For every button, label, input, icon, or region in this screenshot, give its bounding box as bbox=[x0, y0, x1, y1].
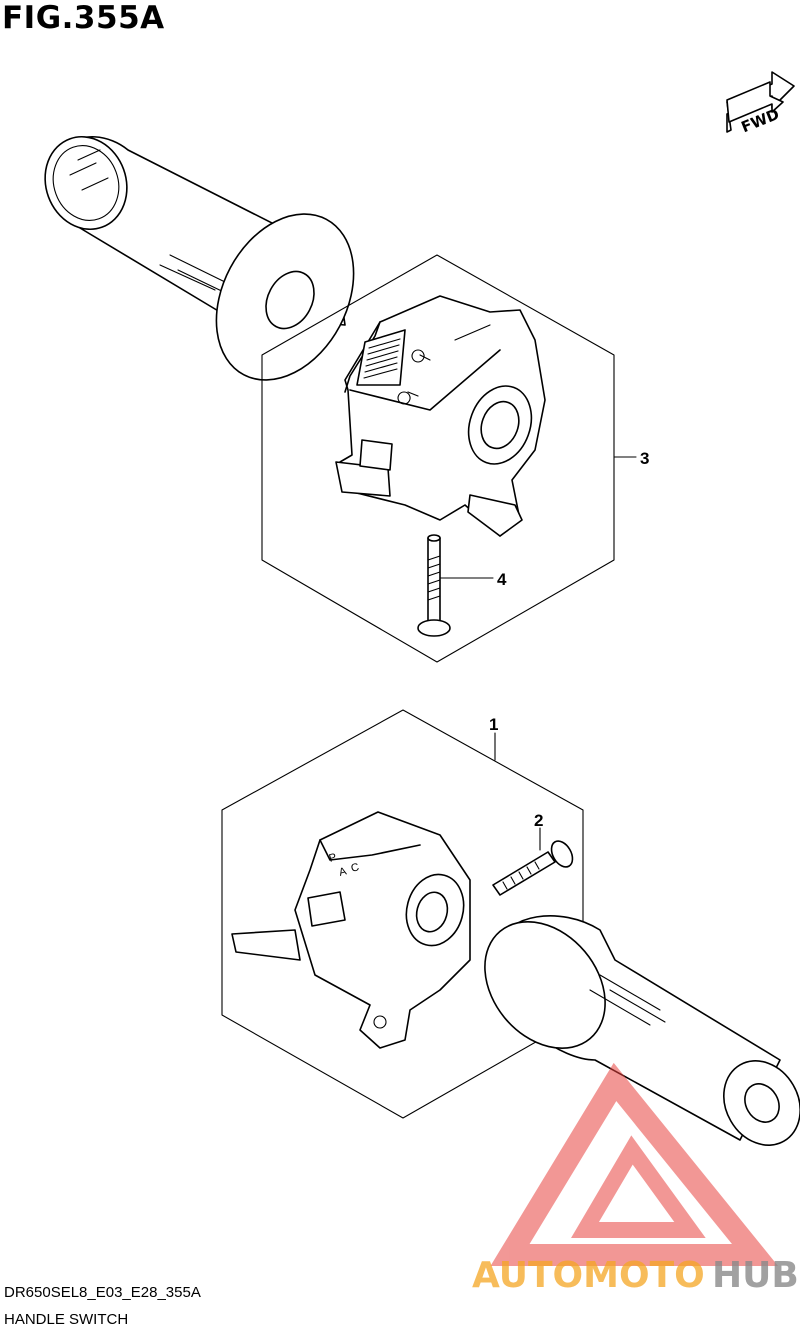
left-grip bbox=[44, 135, 355, 381]
figure-code: DR650SEL8_E03_E28_355A bbox=[4, 1284, 201, 1301]
screw-4 bbox=[417, 534, 451, 637]
kit-outline-1 bbox=[221, 709, 584, 1119]
screw-2 bbox=[492, 840, 574, 896]
watermark-logo bbox=[490, 1062, 779, 1266]
kit-outline-3 bbox=[261, 254, 615, 663]
callout-4: 4 bbox=[497, 570, 507, 589]
right-grip bbox=[484, 915, 800, 1146]
left-handle-switch bbox=[335, 295, 546, 537]
switch-mark-p: P bbox=[328, 851, 338, 864]
callout-1: 1 bbox=[489, 715, 498, 734]
callout-2: 2 bbox=[534, 811, 543, 830]
switch-mark-c: C bbox=[350, 861, 361, 875]
right-handle-switch: P A C bbox=[231, 811, 471, 1049]
fwd-arrow-icon: FWD bbox=[726, 71, 795, 136]
watermark-text-hub: HUB bbox=[712, 1255, 799, 1296]
watermark-text: AUTOMOTO HUB bbox=[472, 1255, 799, 1296]
watermark-text-automoto: AUTOMOTO bbox=[472, 1255, 705, 1296]
figure-title: FIG.355A bbox=[2, 0, 165, 36]
switch-mark-a: A bbox=[338, 865, 349, 879]
figure-name: HANDLE SWITCH bbox=[4, 1311, 129, 1328]
callout-3: 3 bbox=[640, 449, 649, 468]
